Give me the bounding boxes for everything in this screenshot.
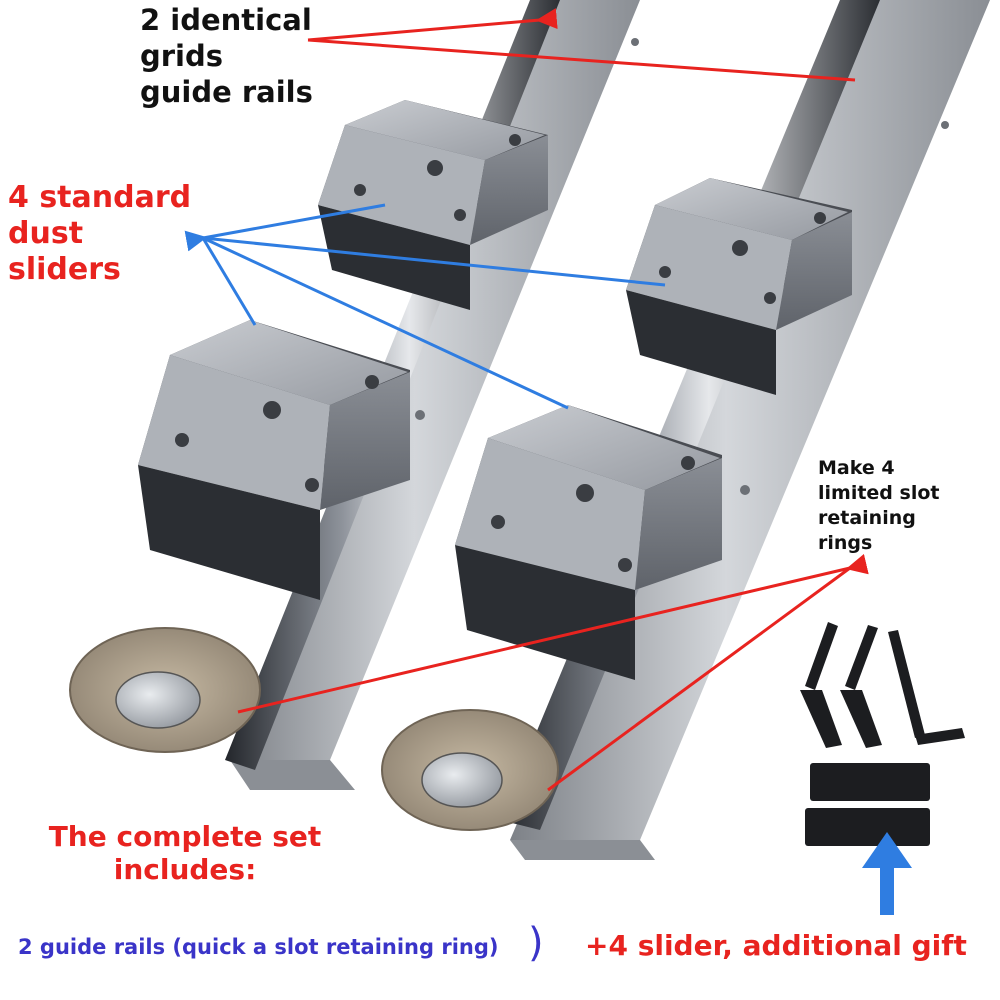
label-identical-rails: 2 identical grids guide rails: [140, 2, 313, 110]
gift-handles: [800, 622, 965, 748]
label-additional-gift: +4 slider, additional gift: [585, 929, 967, 962]
gift-screws: [805, 763, 930, 846]
label-retaining-rings: Make 4 limited slot retaining rings: [818, 456, 939, 556]
label-rails-line-2: grids: [140, 39, 224, 73]
label-included-rails: 2 guide rails (quick a slot retaining ri…: [18, 935, 499, 959]
label-closing-paren: ): [528, 920, 544, 966]
label-rings-line-1: Make 4: [818, 457, 895, 479]
gift-up-arrow: [862, 832, 912, 915]
label-sliders-line-1: 4 standard: [8, 180, 192, 215]
slider-block-bottom-right: [455, 405, 722, 680]
label-rings-line-3: retaining: [818, 507, 916, 529]
label-dust-sliders: 4 standard dust sliders: [8, 180, 191, 288]
label-complete-set: The complete set includes:: [48, 820, 322, 886]
retaining-ring-left: [69, 627, 261, 753]
slider-block-top-right: [626, 178, 852, 395]
label-rings-line-2: limited slot: [818, 482, 940, 504]
label-sliders-line-3: sliders: [8, 252, 121, 287]
label-rails-line-3: guide rails: [140, 75, 313, 109]
slider-block-bottom-left: [138, 320, 410, 600]
retaining-ring-right: [381, 709, 559, 831]
label-rings-line-4: rings: [818, 532, 873, 554]
label-rails-line-1: 2 identical: [140, 3, 312, 37]
label-sliders-line-2: dust: [8, 216, 84, 251]
annotation-arrows: [184, 8, 869, 792]
